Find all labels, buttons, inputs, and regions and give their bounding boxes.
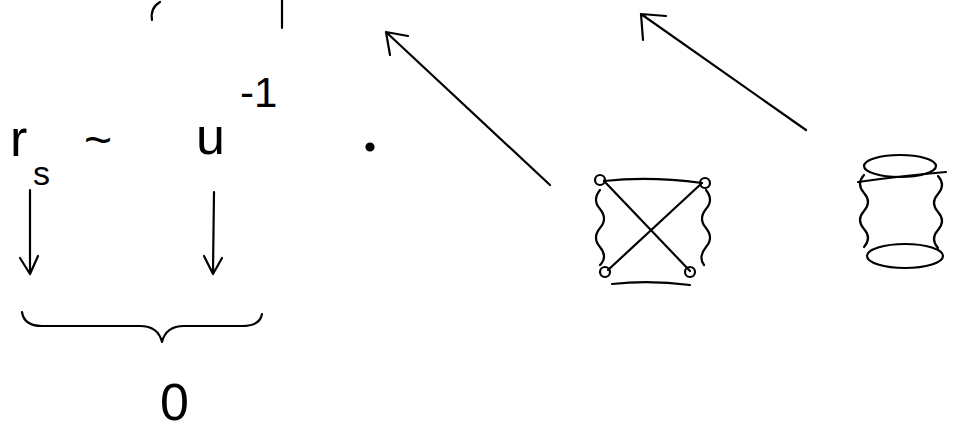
exponent: -1: [240, 72, 277, 114]
symbol-r: r: [10, 112, 27, 164]
feynman-diagram: [595, 175, 710, 285]
period-dot: [367, 144, 374, 151]
feynman-diagram: [858, 155, 946, 268]
subscript: s: [33, 156, 50, 190]
down-arrow: [204, 192, 222, 274]
tilde-symbol: ~: [84, 116, 112, 164]
pointer-arrow: [386, 32, 550, 185]
partial-stroke: [281, 0, 283, 28]
underbrace: [22, 312, 262, 342]
partial-bracket: [152, 2, 160, 20]
down-arrow: [20, 190, 38, 274]
pointer-arrow: [641, 14, 806, 130]
symbol-u: u: [196, 110, 225, 162]
result-zero: 0: [160, 376, 189, 428]
